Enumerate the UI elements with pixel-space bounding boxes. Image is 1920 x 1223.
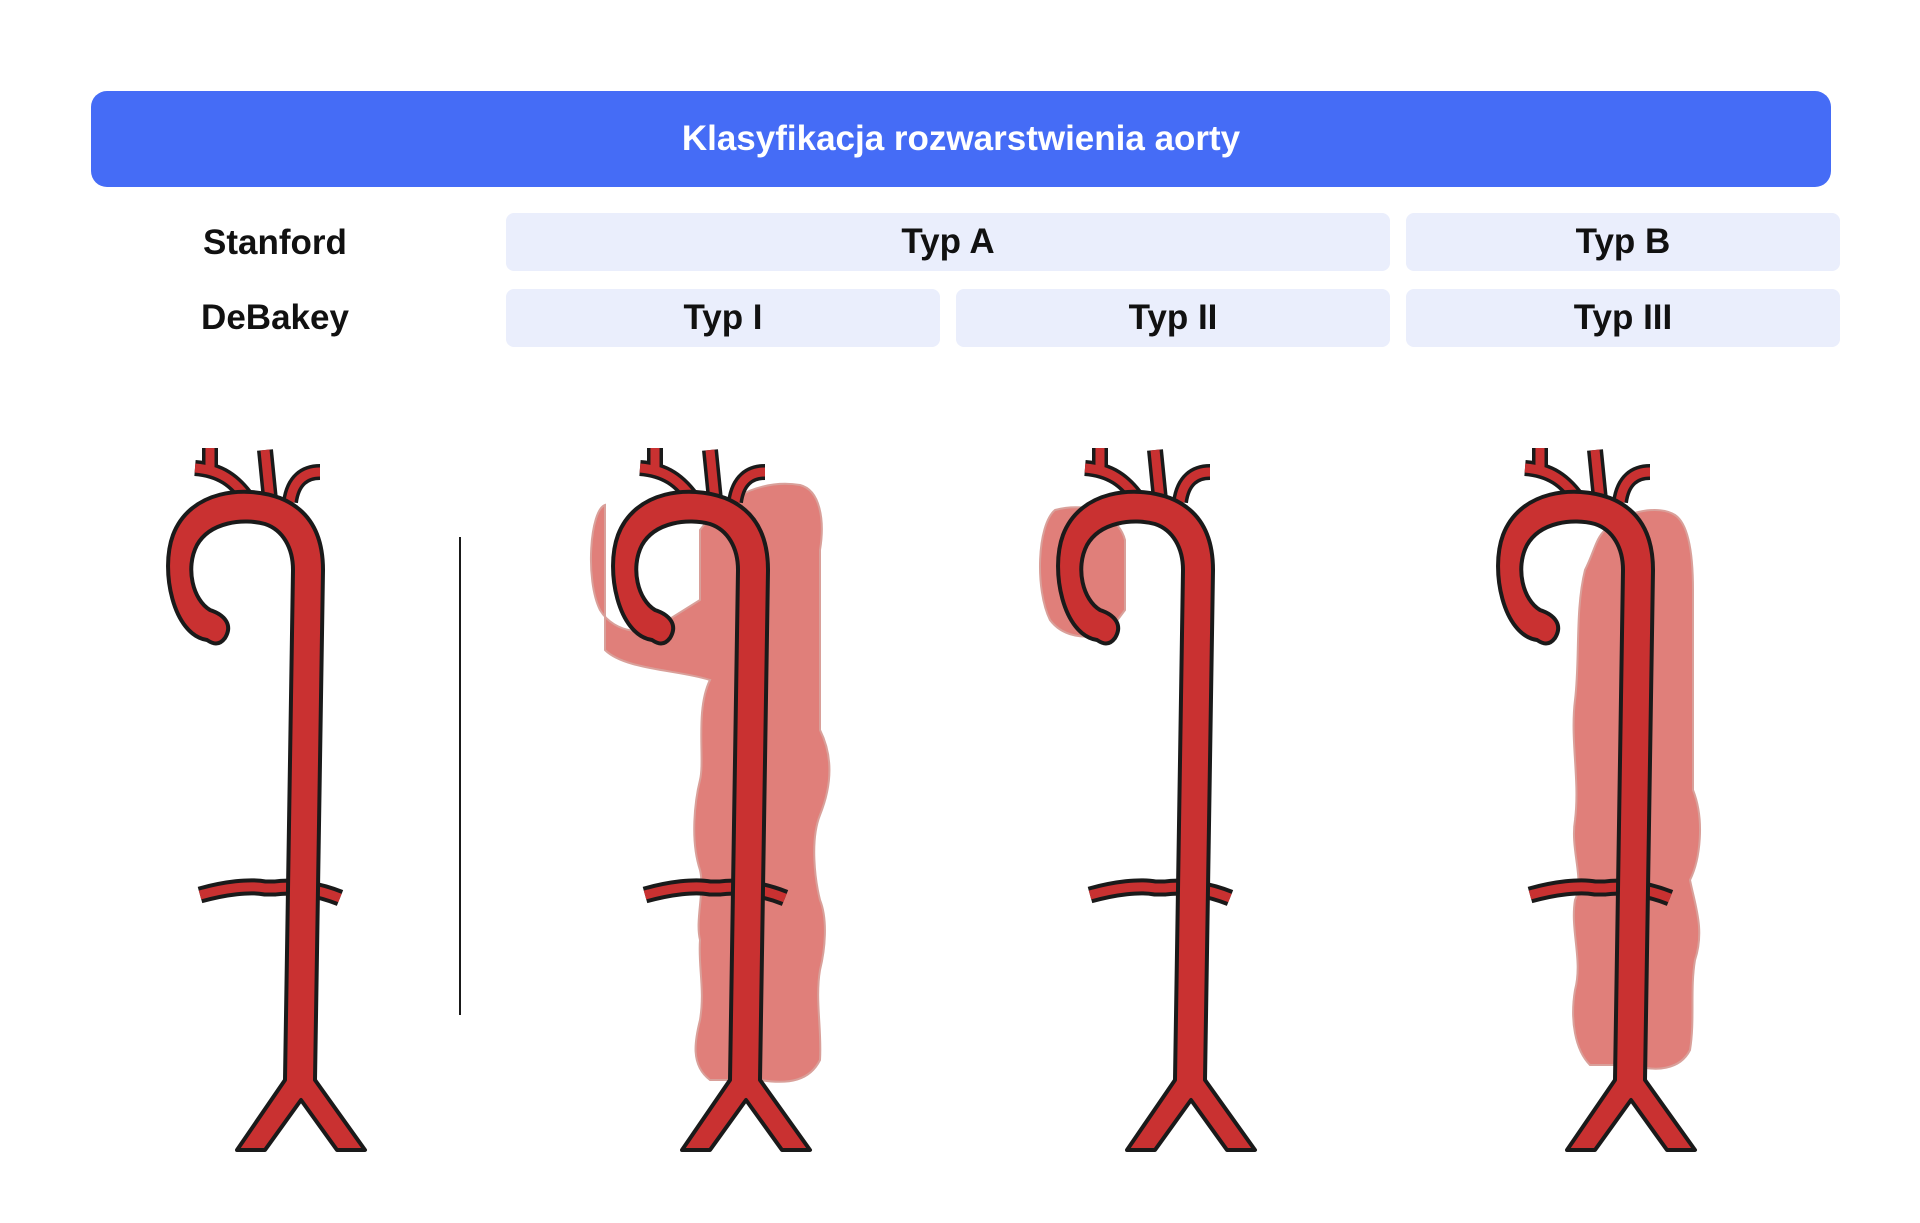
debakey-label: DeBakey	[201, 298, 349, 337]
panel-type-ii	[1039, 448, 1255, 1150]
title-banner: Klasyfikacja rozwarstwienia aorty	[91, 91, 1831, 187]
debakey-type-iii: Typ III	[1406, 289, 1840, 347]
panel-type-i	[590, 448, 831, 1150]
stanford-type-b: Typ B	[1406, 213, 1840, 271]
panel-type-iii	[1498, 448, 1700, 1150]
debakey-type-ii: Typ II	[956, 289, 1390, 347]
panel-normal-aorta	[168, 448, 365, 1150]
debakey-type-i: Typ I	[506, 289, 940, 347]
stanford-label: Stanford	[203, 223, 347, 262]
title-text: Klasyfikacja rozwarstwienia aorty	[681, 119, 1241, 158]
stanford-type-a: Typ A	[506, 213, 1390, 271]
